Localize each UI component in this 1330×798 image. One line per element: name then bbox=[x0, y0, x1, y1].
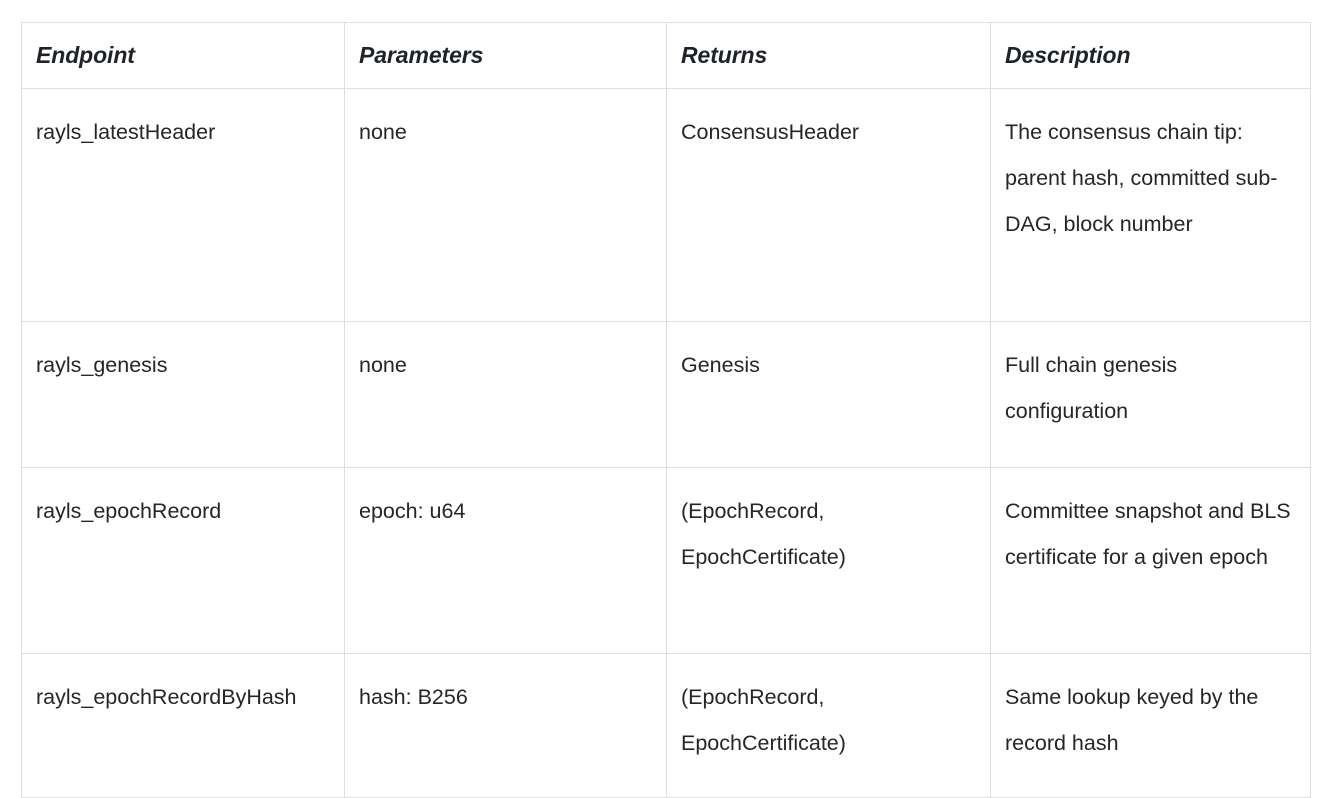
cell-parameters: none bbox=[344, 88, 667, 322]
endpoint-name: rayls_genesis bbox=[36, 353, 168, 377]
page-root: Endpoint Parameters Returns Description … bbox=[21, 22, 1311, 798]
table-row: rayls_epochRecordByHash hash: B256 (Epoc… bbox=[21, 653, 1311, 798]
endpoint-description: Full chain genesis configuration bbox=[1005, 353, 1178, 423]
table-row: rayls_genesis none Genesis Full chain ge… bbox=[21, 321, 1311, 468]
endpoint-description: Committee snapshot and BLS certificate f… bbox=[1005, 499, 1291, 569]
column-header-returns-label: Returns bbox=[681, 42, 768, 68]
endpoint-description: Same lookup keyed by the record hash bbox=[1005, 685, 1259, 755]
cell-description: Committee snapshot and BLS certificate f… bbox=[990, 467, 1311, 654]
endpoint-returns: (EpochRecord, EpochCertificate) bbox=[681, 499, 846, 569]
cell-returns: ConsensusHeader bbox=[666, 88, 991, 322]
table-row: rayls_latestHeader none ConsensusHeader … bbox=[21, 88, 1311, 322]
endpoint-returns: ConsensusHeader bbox=[681, 120, 860, 144]
cell-endpoint: rayls_genesis bbox=[21, 321, 345, 468]
endpoint-name: rayls_epochRecord bbox=[36, 499, 222, 523]
table-header: Endpoint Parameters Returns Description bbox=[21, 22, 1311, 89]
column-header-description-label: Description bbox=[1005, 42, 1131, 68]
column-header-parameters: Parameters bbox=[344, 22, 667, 89]
endpoint-returns: Genesis bbox=[681, 353, 760, 377]
cell-returns: (EpochRecord, EpochCertificate) bbox=[666, 467, 991, 654]
cell-endpoint: rayls_epochRecord bbox=[21, 467, 345, 654]
cell-endpoint: rayls_epochRecordByHash bbox=[21, 653, 345, 798]
cell-description: Full chain genesis configuration bbox=[990, 321, 1311, 468]
column-header-description: Description bbox=[990, 22, 1311, 89]
table-row: rayls_epochRecord epoch: u64 (EpochRecor… bbox=[21, 467, 1311, 654]
table-body: rayls_latestHeader none ConsensusHeader … bbox=[21, 88, 1311, 798]
column-header-endpoint: Endpoint bbox=[21, 22, 345, 89]
endpoint-description: The consensus chain tip: parent hash, co… bbox=[1005, 120, 1278, 236]
endpoint-name: rayls_latestHeader bbox=[36, 120, 216, 144]
column-header-parameters-label: Parameters bbox=[359, 42, 484, 68]
cell-description: The consensus chain tip: parent hash, co… bbox=[990, 88, 1311, 322]
cell-parameters: none bbox=[344, 321, 667, 468]
endpoint-name: rayls_epochRecordByHash bbox=[36, 685, 297, 709]
endpoint-parameters: epoch: u64 bbox=[359, 499, 466, 523]
cell-description: Same lookup keyed by the record hash bbox=[990, 653, 1311, 798]
cell-returns: Genesis bbox=[666, 321, 991, 468]
endpoint-parameters: none bbox=[359, 353, 407, 377]
column-header-returns: Returns bbox=[666, 22, 991, 89]
cell-returns: (EpochRecord, EpochCertificate) bbox=[666, 653, 991, 798]
endpoint-returns: (EpochRecord, EpochCertificate) bbox=[681, 685, 846, 755]
cell-endpoint: rayls_latestHeader bbox=[21, 88, 345, 322]
endpoint-parameters: hash: B256 bbox=[359, 685, 468, 709]
cell-parameters: epoch: u64 bbox=[344, 467, 667, 654]
rpc-endpoints-table: Endpoint Parameters Returns Description … bbox=[21, 22, 1311, 798]
table-header-row: Endpoint Parameters Returns Description bbox=[21, 22, 1311, 89]
endpoint-parameters: none bbox=[359, 120, 407, 144]
cell-parameters: hash: B256 bbox=[344, 653, 667, 798]
column-header-endpoint-label: Endpoint bbox=[36, 42, 135, 68]
